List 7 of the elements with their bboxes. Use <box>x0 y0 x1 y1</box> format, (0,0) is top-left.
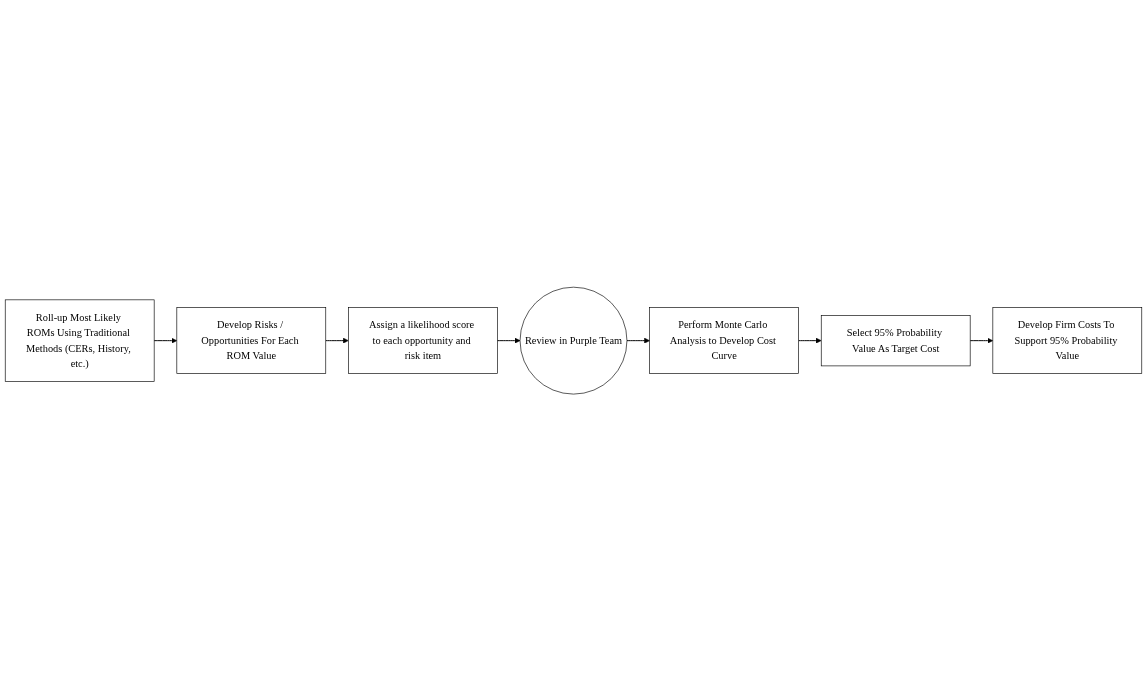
node-box: Assign a likelihood score to each opportunity and risk item <box>348 307 498 374</box>
node-box: Develop Risks / Opportunities For Each ROM Value <box>176 307 327 374</box>
node-box: Select 95% Probability Value As Target Cost <box>820 314 971 367</box>
node-circle: Review in Purple Team <box>519 286 628 395</box>
node-box: Roll-up Most Likely ROMs Using Traditional Methods (CERs, History, etc.) <box>4 299 155 382</box>
node-box: Perform Monte Carlo Analysis to Develop Cost Curve <box>649 307 799 374</box>
node-box: Develop Firm Costs To Support 95% Probability Value <box>992 307 1143 374</box>
